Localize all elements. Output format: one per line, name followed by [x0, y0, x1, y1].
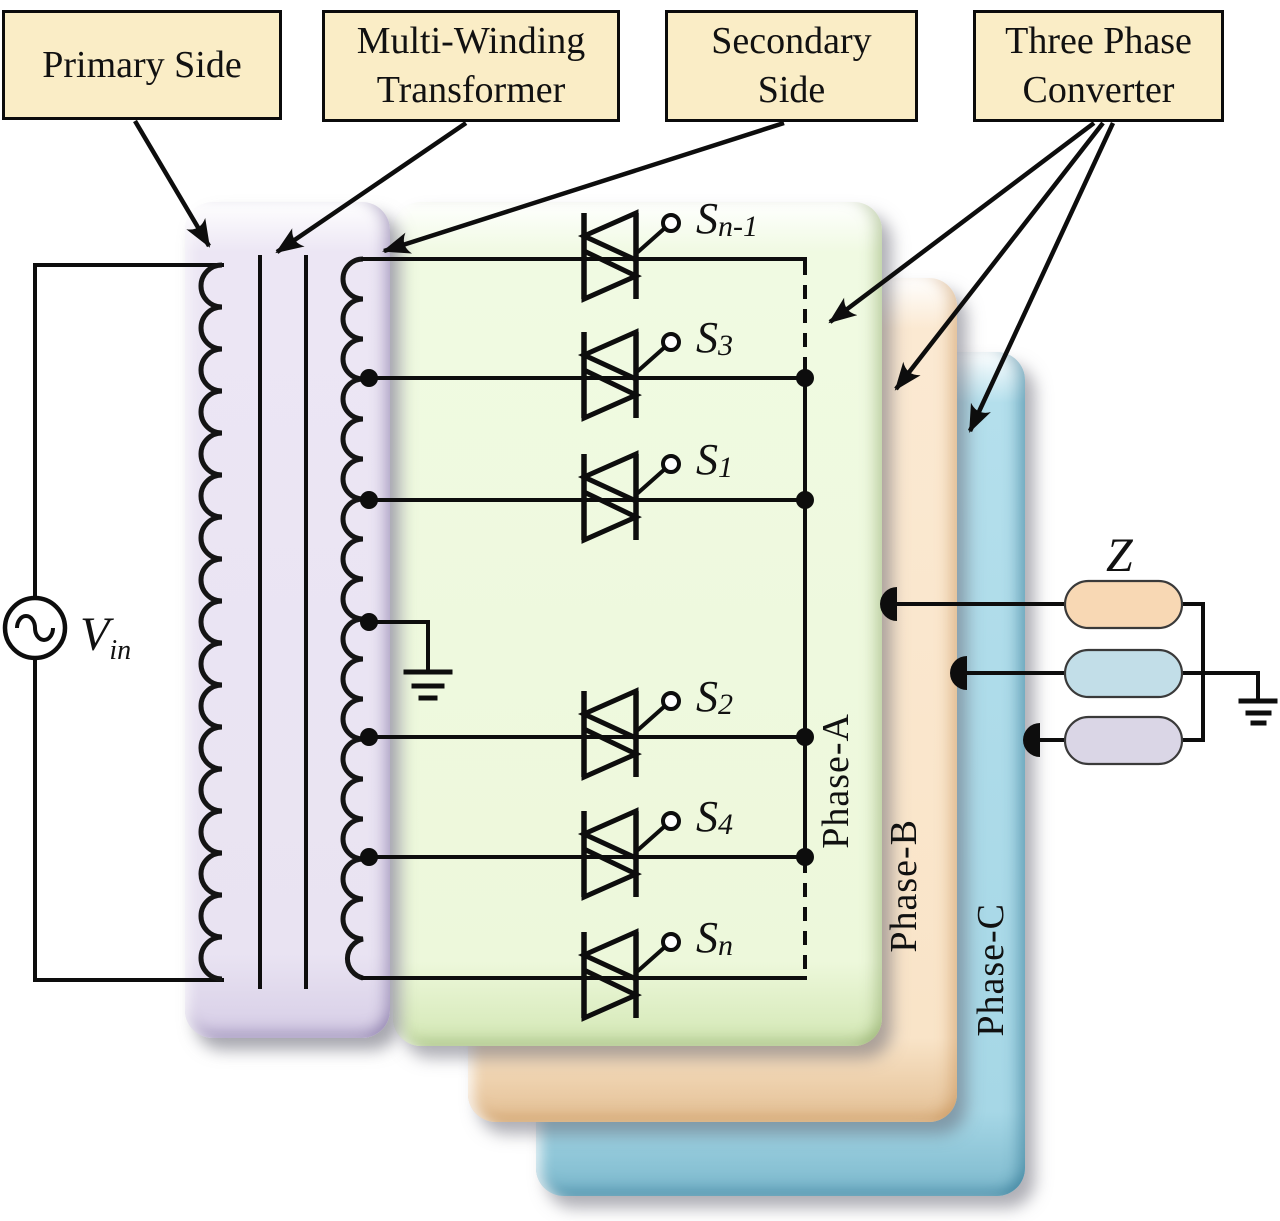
callout-line: Transformer [376, 69, 566, 111]
load-a-pill [1063, 579, 1184, 630]
callout-three-phase-converter: Three Phase Converter [973, 10, 1224, 122]
transformer-panel [185, 202, 390, 1038]
callout-line: Side [757, 69, 826, 111]
callout-line: Secondary [711, 20, 872, 63]
callout-line: Multi-Winding [356, 20, 586, 63]
phase-c-label: Phase-C [970, 903, 1012, 1037]
load-b-pill [1063, 648, 1184, 699]
phase-b-label: Phase-B [883, 819, 925, 953]
impedance-label: Z [1106, 529, 1134, 582]
phase-c-output-connector [1023, 723, 1040, 757]
vin-label: Vin [80, 608, 131, 666]
load-c-pill [1063, 715, 1184, 766]
callout-secondary-side: Secondary Side [665, 10, 918, 122]
callout-primary-side: Primary Side [2, 10, 282, 120]
load-ground-icon [1238, 671, 1278, 726]
callout-line: Three Phase [1005, 20, 1192, 63]
phase-a-panel [393, 202, 882, 1046]
callout-multi-winding-transformer: Multi-Winding Transformer [322, 10, 620, 122]
callout-line: Primary Side [42, 43, 242, 86]
ac-source-icon [2, 595, 68, 661]
callout-line: Converter [1022, 69, 1175, 111]
phase-a-label: Phase-A [815, 713, 857, 849]
